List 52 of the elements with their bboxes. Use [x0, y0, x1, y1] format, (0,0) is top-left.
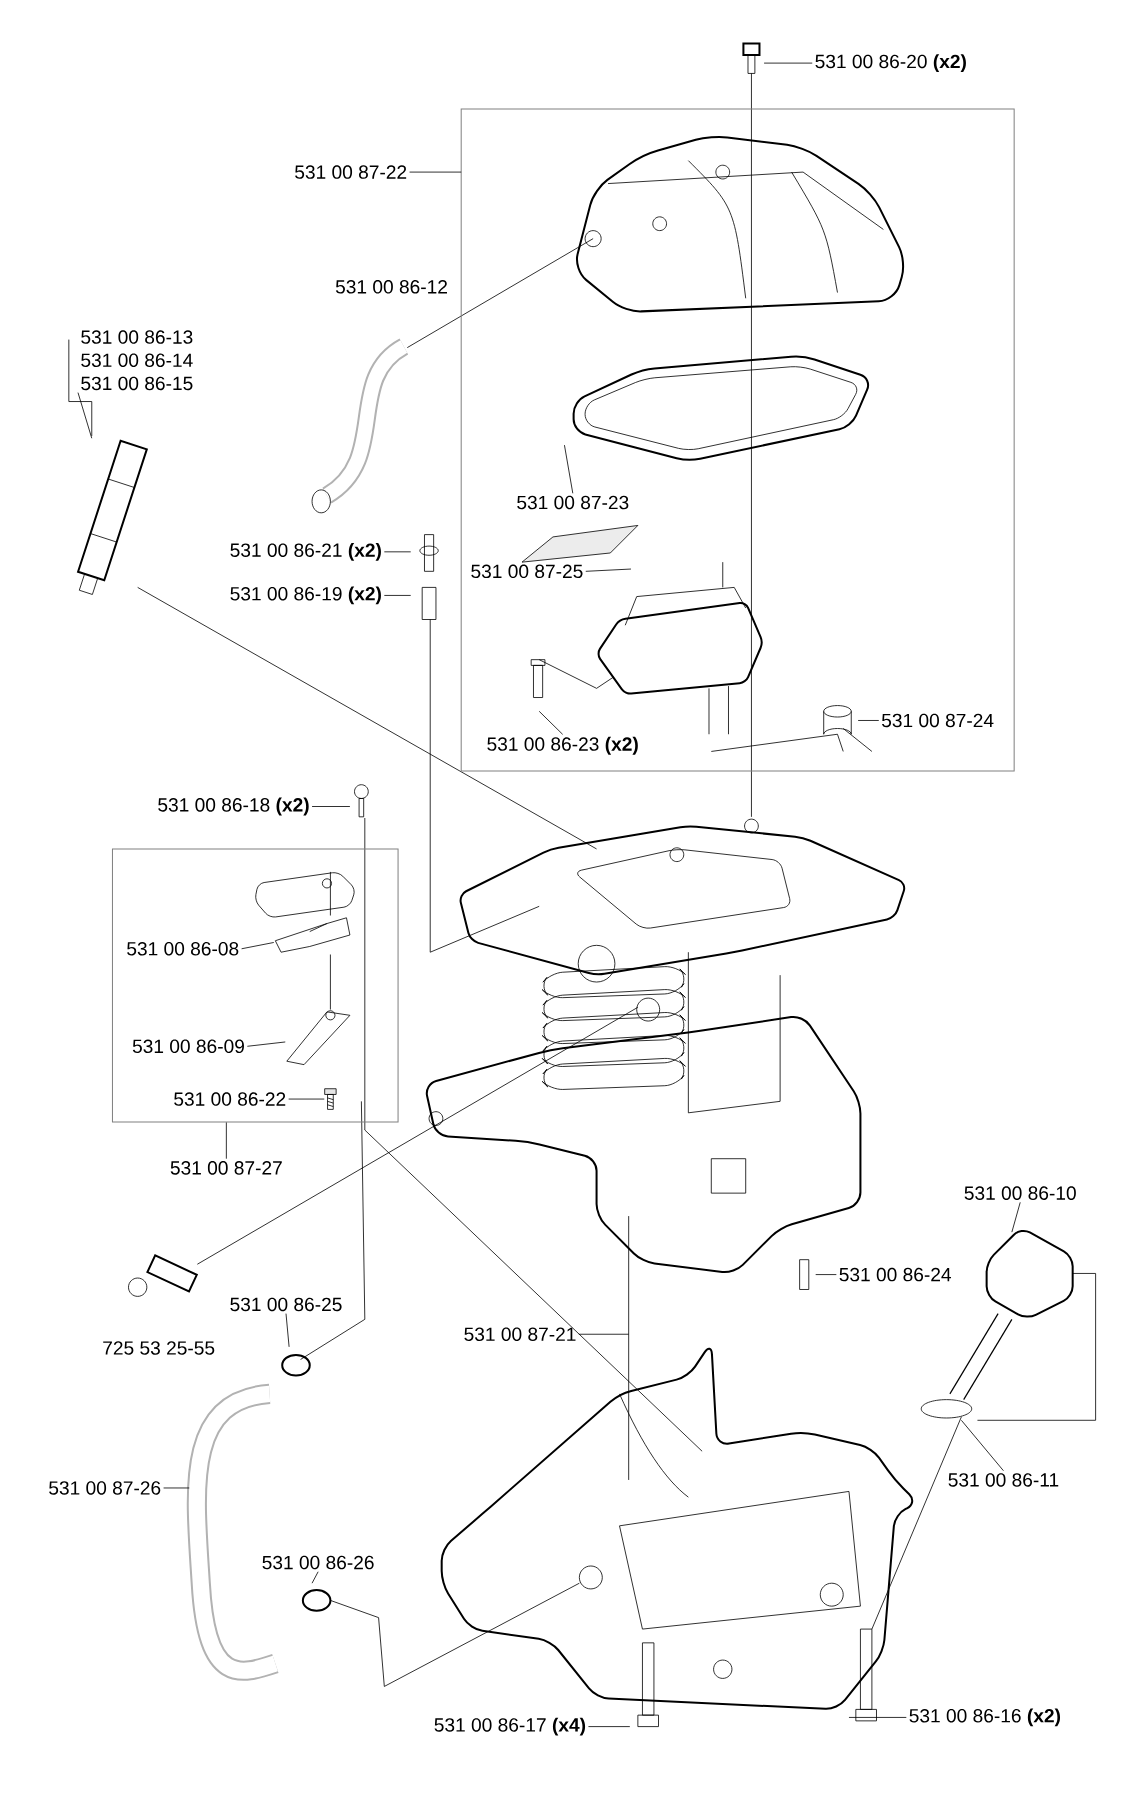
- leader-line: [588, 1726, 631, 1727]
- part-number: 531 00 86-23 (x2): [487, 736, 638, 755]
- leader-line: [163, 1487, 190, 1489]
- part-number: 531 00 87-25: [471, 564, 583, 579]
- leader-line: [311, 1571, 319, 1584]
- leader-line: [857, 720, 880, 721]
- leader-line: [384, 551, 412, 553]
- part-number: 531 00 86-09: [132, 1039, 245, 1054]
- part-number: 531 00 86-20 (x2): [815, 54, 967, 73]
- leader-line: [585, 568, 632, 572]
- part-drawing: [275, 917, 351, 953]
- part-number: 531 00 87-21: [464, 1327, 576, 1342]
- part-number: 531 00 86-16 (x2): [909, 1708, 1061, 1727]
- leader-line: [247, 1041, 286, 1047]
- part-number: 531 00 87-24: [882, 713, 994, 728]
- leader-line: [285, 1313, 290, 1348]
- part-number: 531 00 86-13 531 00 86-14 531 00 86-15: [81, 330, 193, 391]
- part-number: 531 00 86-17 (x4): [434, 1717, 586, 1736]
- leader-line: [226, 1122, 227, 1160]
- part-drawing: [324, 1088, 337, 1110]
- part-number: 531 00 86-18 (x2): [158, 797, 309, 816]
- leader-line: [848, 1717, 907, 1718]
- leader-line: [815, 1274, 837, 1275]
- leader-line: [538, 710, 564, 735]
- leader-line: [384, 595, 412, 596]
- leader-line: [1011, 1201, 1021, 1233]
- leader-line: [311, 806, 351, 807]
- group-frame: [112, 848, 399, 1123]
- leader-line: [77, 392, 93, 439]
- part-number: 531 00 86-21 (x2): [230, 542, 382, 561]
- part-number: 531 00 86-10: [964, 1186, 1076, 1200]
- part-number: 531 00 87-27: [170, 1161, 282, 1175]
- leader-line: [961, 1419, 1004, 1472]
- part-number: 531 00 86-26: [262, 1555, 374, 1570]
- part-number: 531 00 87-23: [517, 495, 629, 510]
- part-number: 531 00 86-19 (x2): [230, 586, 382, 605]
- part-number: 531 00 86-24: [839, 1267, 952, 1282]
- leader-line: [763, 62, 813, 64]
- leader-line: [241, 942, 275, 950]
- leader-line: [564, 444, 574, 494]
- leader-line: [578, 1333, 630, 1335]
- part-number: 531 00 87-26: [49, 1481, 161, 1495]
- leader-line: [409, 171, 462, 173]
- part-number: 531 00 87-22: [295, 165, 407, 179]
- part-number: 531 00 86-08: [127, 942, 239, 956]
- part-number: 531 00 86-11: [948, 1473, 1059, 1487]
- part-drawing: [286, 1010, 351, 1066]
- leader-line: [288, 1098, 325, 1100]
- part-number: 531 00 86-25: [230, 1297, 342, 1312]
- part-number: 531 00 86-12: [336, 280, 448, 294]
- part-number: 725 53 25-55: [103, 1341, 215, 1355]
- part-number: 531 00 86-22: [174, 1092, 286, 1106]
